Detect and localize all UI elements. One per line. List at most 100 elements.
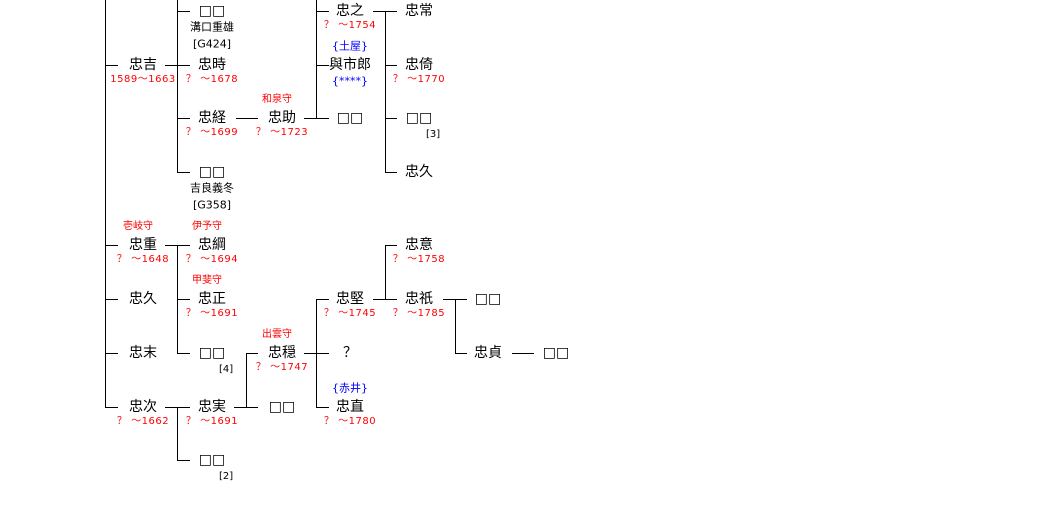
connector-line [105, 65, 118, 66]
person-name[interactable]: 忠久 [405, 164, 433, 180]
life-dates: ？ ～1691 [185, 416, 239, 427]
connector-line [316, 118, 329, 119]
connector-line [455, 299, 467, 300]
connector-line [177, 65, 190, 66]
connector-line [316, 11, 329, 12]
connector-line [385, 118, 397, 119]
court-title: 出雲守 [262, 329, 292, 340]
connector-line [443, 299, 455, 300]
person-name[interactable]: 忠正 [198, 291, 226, 307]
person-name[interactable]: ？ [343, 345, 357, 361]
life-dates: ？ ～1691 [185, 308, 239, 319]
connector-line [105, 245, 118, 246]
person-name[interactable]: □□ [405, 110, 433, 126]
reference-tag[interactable]: [G358] [192, 198, 232, 212]
person-name[interactable]: 忠綱 [198, 237, 226, 253]
court-title: 壱岐守 [123, 221, 153, 232]
life-dates: ？ ～1785 [392, 308, 446, 319]
person-name[interactable]: 忠貞 [474, 345, 502, 361]
connector-line [105, 0, 106, 408]
person-name[interactable]: 忠次 [129, 399, 157, 415]
person-name[interactable]: 忠時 [198, 57, 226, 73]
connector-line [385, 245, 397, 246]
life-dates: ？ ～1770 [392, 74, 446, 85]
reference-tag[interactable]: [4] [219, 364, 234, 375]
connector-line [177, 172, 190, 173]
person-name[interactable]: 忠倚 [405, 57, 433, 73]
connector-line [177, 11, 190, 12]
connector-line [455, 299, 456, 354]
connector-line [246, 353, 247, 408]
family-note: {土屋} [332, 39, 368, 53]
person-name[interactable]: 與市郎 [329, 57, 371, 73]
life-dates: ？ ～1694 [185, 254, 239, 265]
connector-line [385, 172, 397, 173]
person-name[interactable]: 忠直 [336, 399, 364, 415]
reference-tag[interactable]: [2] [219, 471, 234, 482]
life-dates: ？ ～1745 [323, 308, 377, 319]
connector-line [316, 407, 329, 408]
connector-line [165, 65, 177, 66]
connector-line [373, 11, 385, 12]
person-name[interactable]: 忠堅 [336, 291, 364, 307]
adoptive-note: 溝口重雄 [190, 20, 234, 34]
connector-line [165, 407, 177, 408]
person-name[interactable]: 忠助 [268, 110, 296, 126]
court-title: 和泉守 [262, 94, 292, 105]
reference-tag[interactable]: [G424] [192, 37, 232, 51]
person-name[interactable]: □□ [268, 399, 296, 415]
person-name[interactable]: 忠久 [129, 291, 157, 307]
adoptive-note: 吉良義冬 [190, 181, 234, 195]
person-name[interactable]: □□ [474, 291, 502, 307]
court-title: 伊予守 [192, 221, 222, 232]
person-name[interactable]: 忠穏 [268, 345, 296, 361]
person-name[interactable]: 忠実 [198, 399, 226, 415]
person-name[interactable]: 忠経 [198, 110, 226, 126]
life-dates: ？ ～1780 [323, 416, 377, 427]
connector-line [512, 353, 534, 354]
life-dates: ？ ～1758 [392, 254, 446, 265]
connector-line [177, 460, 190, 461]
connector-line [385, 11, 386, 173]
connector-line [105, 407, 118, 408]
connector-line [177, 118, 190, 119]
person-name[interactable]: 忠祇 [405, 291, 433, 307]
connector-line [385, 11, 397, 12]
person-name[interactable]: 忠意 [405, 237, 433, 253]
person-name[interactable]: □□ [198, 452, 226, 468]
connector-line [385, 65, 397, 66]
connector-line [316, 0, 317, 119]
person-name[interactable]: 忠重 [129, 237, 157, 253]
connector-line [177, 407, 190, 408]
connector-line [177, 407, 178, 461]
life-dates: ？ ～1678 [185, 74, 239, 85]
connector-line [385, 299, 397, 300]
person-name[interactable]: □□ [198, 164, 226, 180]
connector-line [105, 299, 118, 300]
connector-line [316, 65, 329, 66]
connector-line [304, 353, 316, 354]
life-dates: ？ ～1648 [116, 254, 170, 265]
person-name[interactable]: 忠末 [129, 345, 157, 361]
connector-line [177, 0, 178, 173]
person-name[interactable]: □□ [336, 110, 364, 126]
family-note: {****} [332, 74, 368, 88]
connector-line [165, 245, 177, 246]
person-name[interactable]: □□ [198, 3, 226, 19]
person-name[interactable]: 忠常 [405, 3, 433, 19]
connector-line [385, 245, 386, 300]
reference-tag[interactable]: [3] [426, 129, 441, 140]
court-title: 甲斐守 [192, 275, 222, 286]
person-name[interactable]: □□ [198, 345, 226, 361]
life-dates: 1589～1663 [110, 74, 176, 85]
life-dates: ？ ～1754 [323, 20, 377, 31]
family-note: {赤井} [332, 381, 368, 395]
connector-line [246, 353, 258, 354]
life-dates: ？ ～1662 [116, 416, 170, 427]
connector-line [105, 353, 118, 354]
person-name[interactable]: □□ [542, 345, 570, 361]
connector-line [316, 299, 329, 300]
connector-line [177, 299, 190, 300]
person-name[interactable]: 忠吉 [129, 57, 157, 73]
person-name[interactable]: 忠之 [336, 3, 364, 19]
